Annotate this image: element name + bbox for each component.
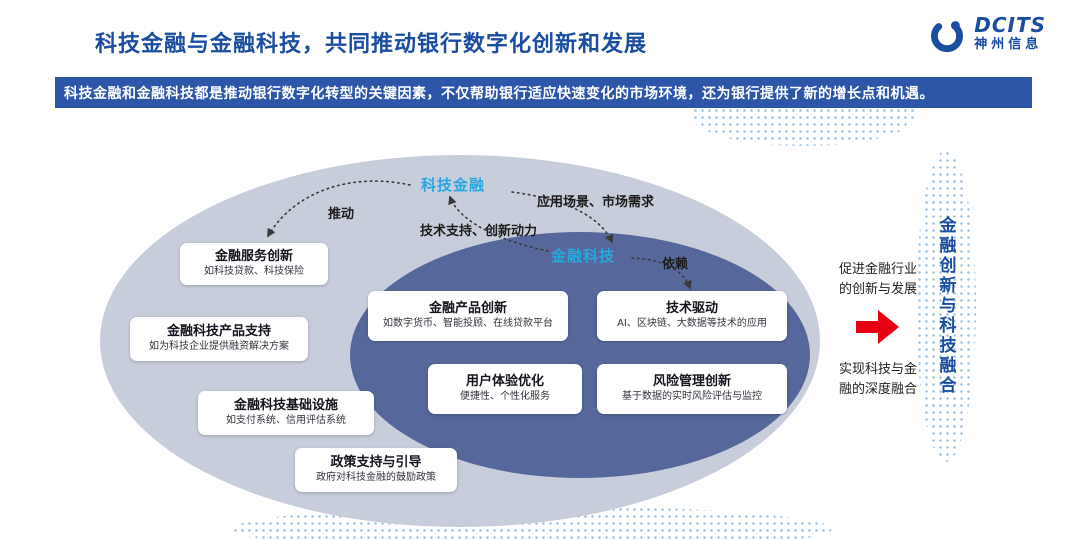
box-title: 技术驱动 [665, 301, 718, 317]
box-financial-product-innovation: 金融产品创新 如数字货币、智能投顾、在线贷款平台 [368, 291, 568, 341]
promote-text: 促进金融行业的创新与发展 [838, 262, 917, 297]
box-title: 金融产品创新 [428, 301, 507, 317]
vertical-banner-text: 金融创新与科技融合 [935, 216, 956, 396]
box-user-experience: 用户体验优化 便捷性、个性化服务 [428, 364, 582, 414]
company-logo: DCITS 神州信息 [926, 14, 1046, 56]
merge-text: 实现科技与金融的深度融合 [838, 362, 917, 397]
label-depend: 依赖 [662, 257, 689, 272]
box-desc: 如为科技企业提供融资解决方案 [149, 341, 289, 353]
label-support: 技术支持、创新动力 [420, 224, 538, 239]
box-policy-support: 政策支持与引导 政府对科技金融的鼓励政策 [295, 448, 457, 492]
label-tech-finance: 科技金融 [421, 176, 486, 194]
box-desc: 如支付系统、信用评估系统 [226, 415, 346, 427]
box-title: 金融科技基础设施 [233, 398, 338, 414]
logo-texts: DCITS 神州信息 [974, 14, 1046, 52]
box-desc: 便捷性、个性化服务 [460, 391, 550, 403]
box-fintech-product-support: 金融科技产品支持 如为科技企业提供融资解决方案 [130, 317, 308, 361]
box-fintech-infrastructure: 金融科技基础设施 如支付系统、信用评估系统 [198, 391, 374, 435]
summary-banner: 科技金融和金融科技都是推动银行数字化转型的关键因素，不仅帮助银行适应快速变化的市… [55, 77, 1032, 108]
logo-brand: DCITS [974, 13, 1046, 37]
box-desc: AI、区块链、大数据等技术的应用 [617, 318, 767, 330]
label-demand: 应用场景、市场需求 [537, 195, 655, 210]
box-tech-driven: 技术驱动 AI、区块链、大数据等技术的应用 [597, 291, 787, 341]
box-title: 风险管理创新 [652, 374, 731, 390]
box-desc: 基于数据的实时风险评估与监控 [622, 391, 762, 403]
label-promote: 推动 [328, 207, 355, 222]
label-fintech: 金融科技 [551, 247, 616, 265]
vertical-banner: 金融创新与科技融合 [916, 150, 976, 462]
box-title: 用户体验优化 [465, 374, 544, 390]
box-desc: 政府对科技金融的鼓励政策 [316, 472, 436, 484]
box-risk-management: 风险管理创新 基于数据的实时风险评估与监控 [597, 364, 787, 414]
box-title: 金融科技产品支持 [166, 324, 271, 340]
page-title: 科技金融与金融科技，共同推动银行数字化创新和发展 [95, 32, 648, 57]
box-desc: 如数字货币、智能投顾、在线贷款平台 [383, 318, 553, 330]
logo-company: 神州信息 [974, 37, 1043, 52]
box-title: 金融服务创新 [214, 249, 293, 265]
dcits-logo-icon [931, 20, 964, 53]
fintech-ellipse [350, 232, 810, 478]
box-desc: 如科技贷款、科技保险 [204, 266, 304, 278]
box-financial-service-innovation: 金融服务创新 如科技贷款、科技保险 [180, 243, 328, 285]
box-title: 政策支持与引导 [330, 455, 422, 471]
red-right-arrow-icon [856, 310, 899, 344]
